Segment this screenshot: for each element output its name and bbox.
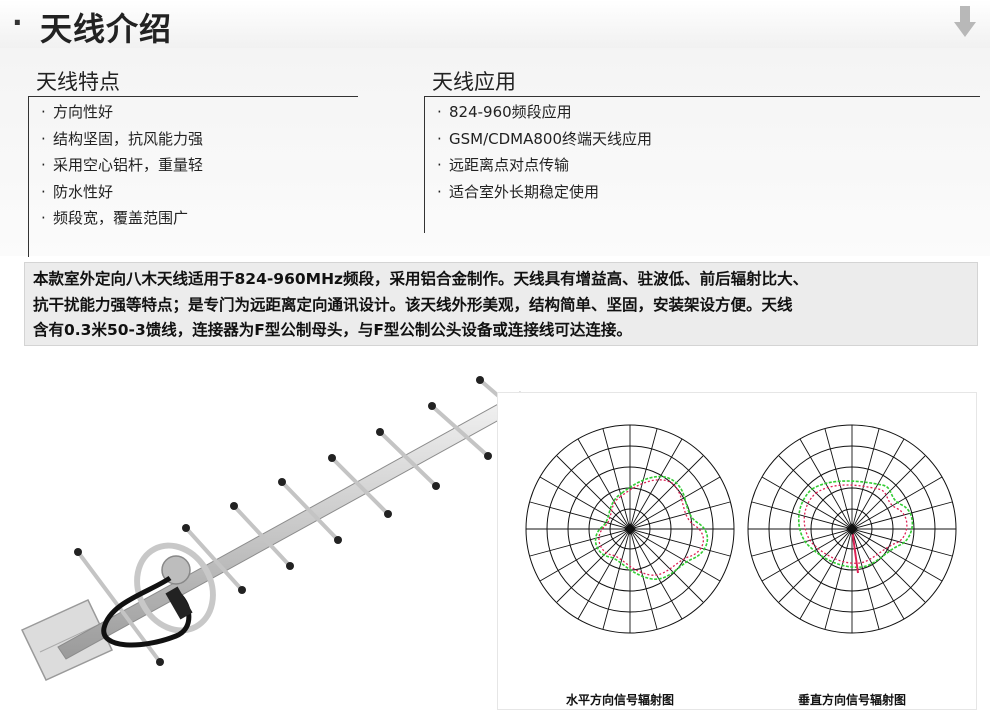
list-item: ·适合室外长期稳定使用 bbox=[437, 182, 600, 201]
section-header: · 天线介绍 bbox=[0, 0, 990, 49]
description-line: 含有0.3米50-3馈线，连接器为F型公制母头，与F型公制公头设备或连接线可达连… bbox=[33, 321, 632, 339]
applications-title: 天线应用 bbox=[424, 68, 980, 97]
header-bullet: · bbox=[12, 6, 23, 39]
applications-list: ·824-960频段应用 ·GSM/CDMA800终端天线应用 ·远距离点对点传… bbox=[424, 97, 980, 233]
list-item: ·结构坚固，抗风能力强 bbox=[41, 129, 204, 148]
description-line: 抗干扰能力强等特点；是专门为远距离定向通讯设计。该天线外形美观，结构简单、坚固，… bbox=[33, 295, 793, 314]
list-item: ·远距离点对点传输 bbox=[437, 156, 570, 174]
radiation-pattern-diagrams bbox=[525, 424, 957, 634]
list-item: ·方向性好 bbox=[41, 103, 114, 121]
down-arrow-icon[interactable] bbox=[954, 6, 976, 38]
list-item: ·GSM/CDMA800终端天线应用 bbox=[437, 129, 652, 148]
yagi-antenna-image bbox=[20, 376, 544, 681]
vertical-pattern-caption: 垂直方向信号辐射图 bbox=[798, 693, 907, 707]
features-title: 天线特点 bbox=[28, 68, 358, 97]
page-title: 天线介绍 bbox=[40, 10, 173, 48]
description-line: 本款室外定向八木天线适用于824-960MHz频段，采用铝合金制作。天线具有增益… bbox=[33, 270, 809, 288]
description-box: 本款室外定向八木天线适用于824-960MHz频段，采用铝合金制作。天线具有增益… bbox=[24, 262, 978, 346]
list-item: ·频段宽，覆盖范围广 bbox=[41, 209, 189, 227]
radiation-pattern-panel: 水平方向信号辐射图 垂直方向信号辐射图 bbox=[497, 392, 977, 710]
features-column: 天线特点 ·方向性好 ·结构坚固，抗风能力强 ·采用空心铝杆，重量轻 ·防水性好… bbox=[28, 68, 358, 257]
list-item: ·防水性好 bbox=[41, 182, 114, 201]
feature-section: 天线特点 ·方向性好 ·结构坚固，抗风能力强 ·采用空心铝杆，重量轻 ·防水性好… bbox=[0, 48, 990, 257]
applications-column: 天线应用 ·824-960频段应用 ·GSM/CDMA800终端天线应用 ·远距… bbox=[424, 68, 980, 233]
product-image-area: 水平方向信号辐射图 垂直方向信号辐射图 bbox=[0, 352, 990, 716]
horizontal-pattern bbox=[525, 424, 735, 634]
horizontal-pattern-caption: 水平方向信号辐射图 bbox=[566, 693, 675, 707]
list-item: ·824-960频段应用 bbox=[437, 103, 572, 121]
vertical-pattern bbox=[747, 424, 957, 634]
list-item: ·采用空心铝杆，重量轻 bbox=[41, 156, 204, 174]
features-list: ·方向性好 ·结构坚固，抗风能力强 ·采用空心铝杆，重量轻 ·防水性好 ·频段宽… bbox=[28, 97, 358, 257]
